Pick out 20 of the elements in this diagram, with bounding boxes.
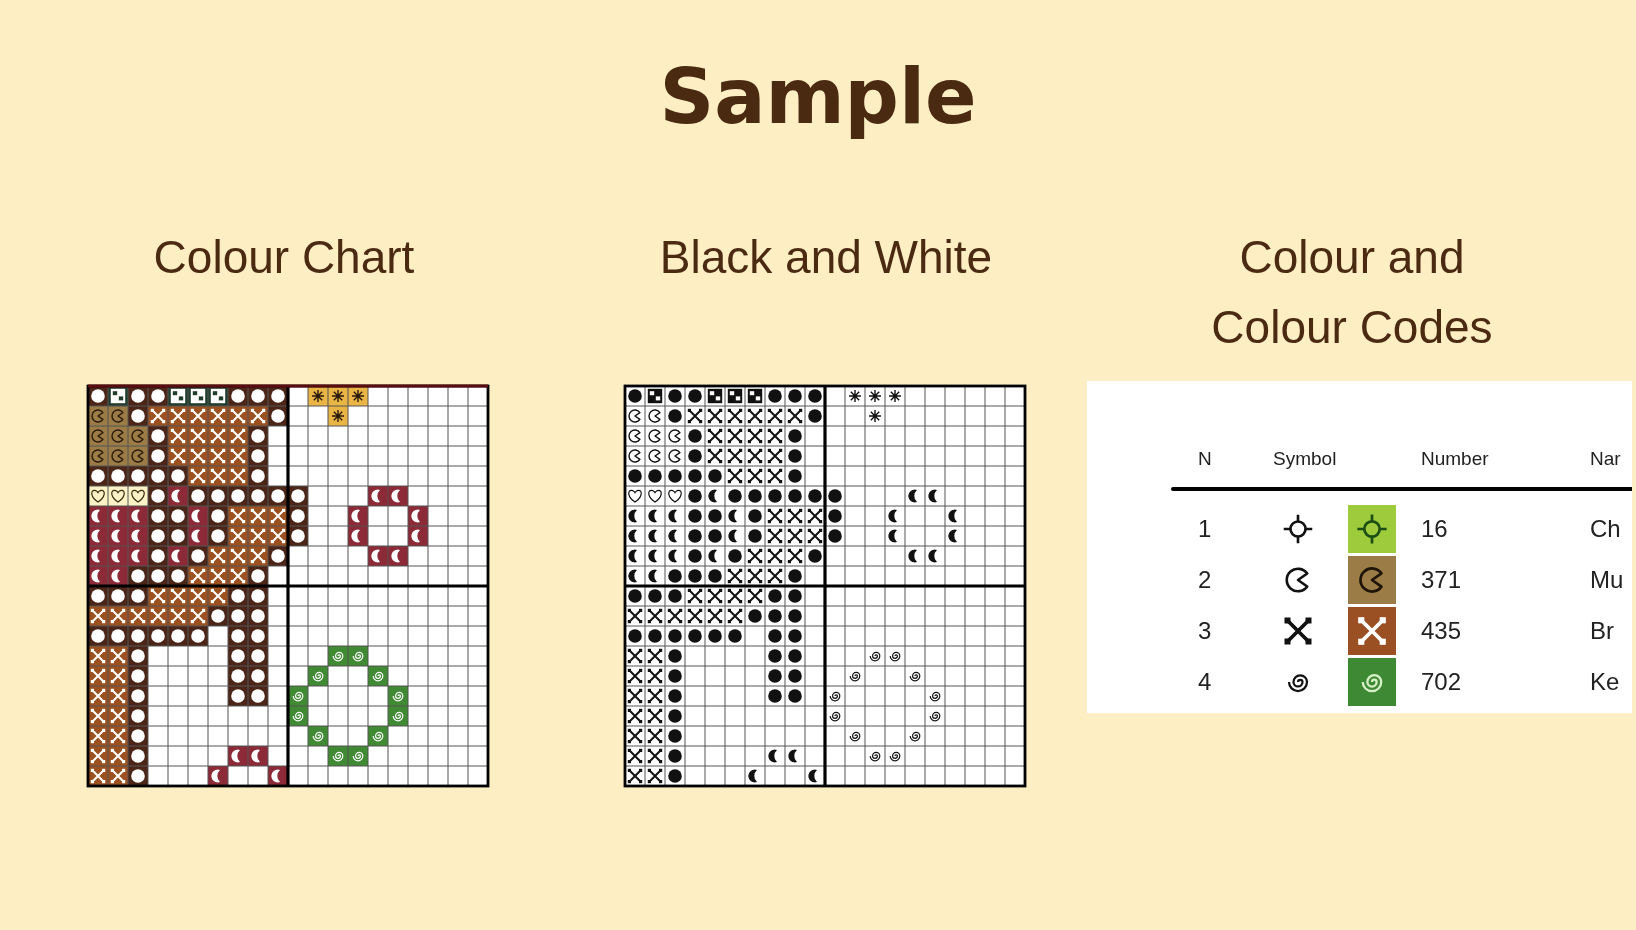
column-header: Number xyxy=(1421,448,1489,470)
thread-number: 702 xyxy=(1421,668,1462,696)
thread-name: Ch xyxy=(1590,515,1621,543)
row-number: 2 xyxy=(1198,566,1212,594)
thread-number: 16 xyxy=(1421,515,1448,543)
column-header: Nar xyxy=(1590,448,1621,470)
thread-name: Ke xyxy=(1590,668,1620,696)
row-number: 3 xyxy=(1198,617,1212,645)
page-title: Sample xyxy=(659,52,977,142)
column-header: N xyxy=(1198,448,1212,470)
thread-number: 371 xyxy=(1421,566,1462,594)
row-number: 4 xyxy=(1198,668,1212,696)
thread-name: Mu xyxy=(1590,566,1624,594)
thread-number: 435 xyxy=(1421,617,1462,645)
section-heading: Colour Chart xyxy=(153,230,415,285)
row-number: 1 xyxy=(1198,515,1212,543)
column-header: Symbol xyxy=(1273,448,1337,470)
section-heading: Colour and Colour Codes xyxy=(1210,230,1494,355)
thread-name: Br xyxy=(1590,617,1614,645)
section-heading: Black and White xyxy=(659,230,993,285)
